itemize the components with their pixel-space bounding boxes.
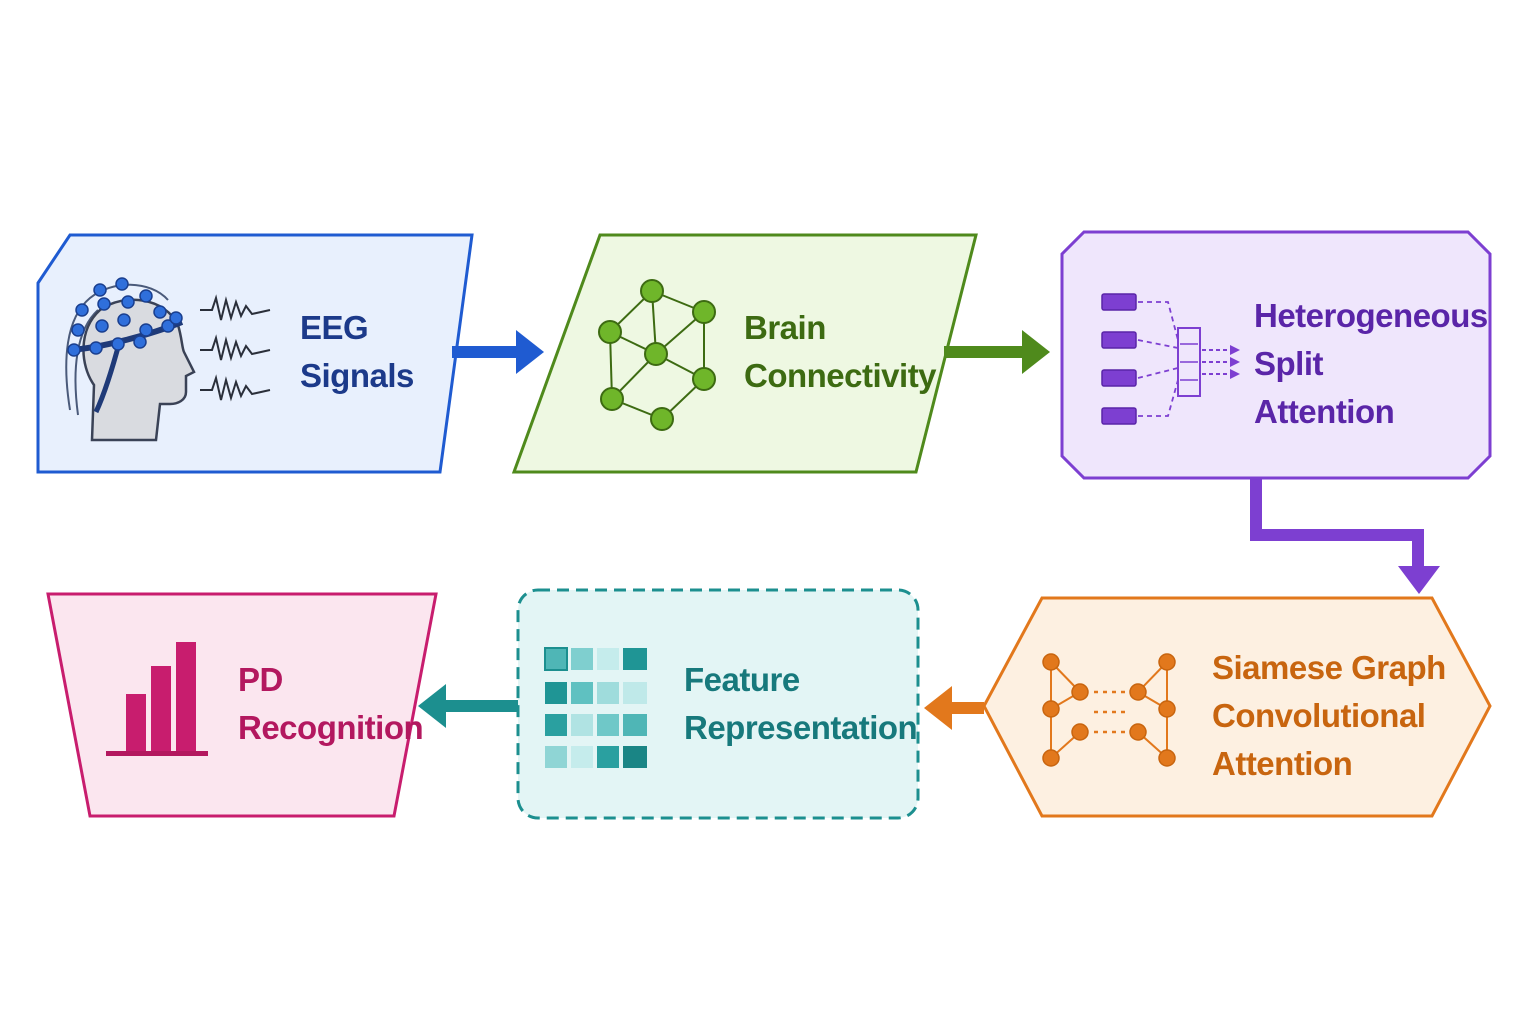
brain-connectivity-line2: Connectivity bbox=[744, 357, 937, 394]
arrow-hsa-to-siamese bbox=[1250, 478, 1440, 594]
siamese-graph-line2: Convolutional bbox=[1212, 697, 1426, 734]
bar-chart-icon bbox=[106, 642, 208, 756]
feature-representation-label: Feature Representation bbox=[684, 656, 918, 752]
pd-recognition-line1: PD bbox=[238, 661, 283, 698]
feature-grid-icon bbox=[544, 647, 647, 768]
siamese-graph-icon bbox=[1042, 653, 1176, 767]
feature-representation-line1: Feature bbox=[684, 661, 800, 698]
split-attention-line3: Attention bbox=[1254, 393, 1395, 430]
split-attention-icon bbox=[1101, 293, 1240, 425]
brain-connectivity-box bbox=[511, 233, 978, 474]
pd-recognition-box bbox=[46, 592, 438, 818]
eeg-signals-label: EEG Signals bbox=[300, 304, 414, 400]
graph-network-icon bbox=[598, 279, 716, 431]
split-attention-box bbox=[1060, 230, 1492, 480]
arrow-feature-to-pd bbox=[418, 684, 518, 728]
eeg-signals-line1: EEG bbox=[300, 309, 369, 346]
feature-representation-line2: Representation bbox=[684, 709, 918, 746]
eeg-head-icon bbox=[65, 277, 271, 442]
siamese-graph-line3: Attention bbox=[1212, 745, 1353, 782]
split-attention-label: Heterogeneous Split Attention bbox=[1254, 292, 1488, 436]
split-attention-line1: Heterogeneous bbox=[1254, 297, 1488, 334]
siamese-graph-line1: Siamese Graph bbox=[1212, 649, 1446, 686]
arrow-siamese-to-feature bbox=[924, 686, 984, 730]
brain-connectivity-line1: Brain bbox=[744, 309, 826, 346]
pd-recognition-label: PD Recognition bbox=[238, 656, 424, 752]
arrow-eeg-to-brain bbox=[452, 330, 544, 374]
pd-recognition-line2: Recognition bbox=[238, 709, 424, 746]
brain-connectivity-label: Brain Connectivity bbox=[744, 304, 937, 400]
eeg-signals-line2: Signals bbox=[300, 357, 414, 394]
siamese-graph-label: Siamese Graph Convolutional Attention bbox=[1212, 644, 1446, 788]
split-attention-line2: Split bbox=[1254, 345, 1323, 382]
arrow-brain-to-hsa bbox=[944, 330, 1050, 374]
